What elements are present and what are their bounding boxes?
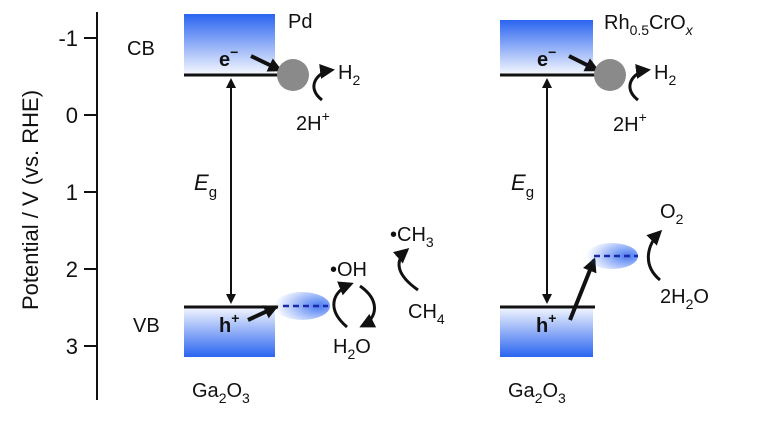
cb-label: CB bbox=[127, 38, 155, 60]
rhcro-cocatalyst-particle bbox=[594, 59, 626, 91]
tick-label: 2 bbox=[66, 257, 78, 282]
ch3-radical-label: •CH3 bbox=[390, 224, 434, 250]
h2o-to-oh-arrow bbox=[332, 281, 354, 329]
tick-label: 3 bbox=[66, 334, 78, 359]
left-material-label: Ga2O3 bbox=[192, 380, 250, 406]
left-electron-arrow bbox=[250, 54, 283, 72]
right-material-label: Ga2O3 bbox=[508, 380, 566, 406]
water-label: 2H2O bbox=[660, 286, 709, 312]
right-panel: Eg e− Rh0.5CrOx H2 2H+ h+ O2 2H2O Ga2O3 bbox=[500, 12, 709, 406]
left-trap-state bbox=[274, 292, 330, 320]
water-to-o2-arrow bbox=[646, 229, 663, 282]
left-conduction-band bbox=[184, 14, 275, 74]
right-proton-label: 2H+ bbox=[613, 109, 647, 136]
left-h2o-label: H2O bbox=[333, 336, 371, 362]
right-hole-arrow bbox=[568, 257, 597, 321]
left-proton-label: 2H+ bbox=[296, 108, 330, 135]
o2-label: O2 bbox=[660, 201, 684, 227]
rhcro-label: Rh0.5CrOx bbox=[604, 12, 694, 38]
left-h2-arrow bbox=[312, 64, 335, 102]
pd-cocatalyst-particle bbox=[277, 59, 309, 91]
left-hole-label: h+ bbox=[219, 310, 239, 337]
right-bandgap-label: Eg bbox=[511, 170, 534, 201]
right-electron-label: e− bbox=[537, 44, 556, 71]
ch4-to-ch3-arrow bbox=[393, 248, 419, 292]
pd-label: Pd bbox=[288, 11, 312, 33]
right-trap-state bbox=[586, 243, 638, 269]
left-panel: CB VB Eg e− Pd H2 2H+ h+ •OH H2O •CH3 CH… bbox=[127, 11, 445, 406]
tick-label: 1 bbox=[66, 180, 78, 205]
right-h2-label: H2 bbox=[654, 62, 676, 88]
oh-radical-label: •OH bbox=[330, 259, 367, 281]
axis-title: Potential / V (vs. RHE) bbox=[18, 90, 43, 310]
vb-label: VB bbox=[133, 315, 160, 337]
tick-label: 0 bbox=[66, 103, 78, 128]
left-bandgap-label: Eg bbox=[194, 170, 217, 201]
oh-to-h2o-arrow bbox=[359, 284, 377, 328]
right-valence-band bbox=[500, 307, 593, 357]
left-electron-label: e− bbox=[219, 44, 238, 71]
right-conduction-band bbox=[500, 20, 593, 74]
left-hole-arrow bbox=[247, 305, 279, 322]
right-h2-arrow bbox=[628, 64, 651, 102]
ch4-label: CH4 bbox=[408, 301, 445, 327]
right-electron-arrow bbox=[568, 54, 600, 72]
potential-axis: -1 0 1 2 3 Potential / V (vs. RHE) bbox=[18, 12, 98, 400]
left-h2-label: H2 bbox=[338, 62, 360, 88]
tick-label: -1 bbox=[58, 26, 78, 51]
right-hole-label: h+ bbox=[536, 310, 556, 337]
